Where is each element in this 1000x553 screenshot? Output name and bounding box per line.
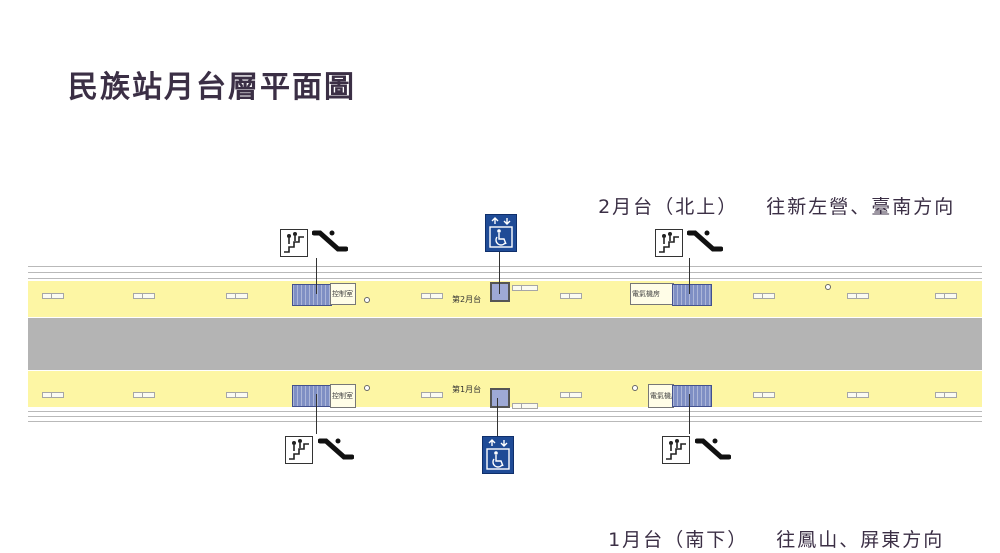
column-marker [364,297,370,303]
boarding-marker [753,392,775,398]
escalator-icon [318,438,354,460]
room-label: 電氣機房 [650,392,678,400]
room-label: 電氣機房 [632,290,660,298]
column-marker [632,385,638,391]
boarding-marker [421,392,443,398]
stairs-icon [280,229,308,257]
escalator-block [672,284,712,306]
outer-rail-line [28,266,982,267]
leader-line [316,258,317,294]
southbound-direction: 1月台（南下） 往鳳山、屏東方向 [592,503,944,552]
wheelchair-elevator-icon [482,436,514,474]
stairs-icon [662,436,690,464]
outer-rail-line [28,411,982,412]
boarding-marker [42,392,64,398]
northbound-destination-label: 往新左營、臺南方向 [766,196,956,218]
wheelchair-elevator-icon [485,214,517,252]
platform-2-tag: 第2月台 [452,295,482,304]
southbound-destination-label: 往鳳山、屏東方向 [776,529,945,551]
northbound-direction: 2月台（北上） 往新左營、臺南方向 [582,170,955,219]
boarding-marker [512,285,538,291]
leader-line [497,398,498,438]
stairs-icon [655,229,683,257]
northbound-bound-label: （北上） [654,196,739,218]
boarding-marker [935,293,957,299]
boarding-marker [421,293,443,299]
equipment-room: 控制室 [330,384,356,408]
equipment-room: 控制室 [330,283,356,305]
platform-1-tag: 第1月台 [452,385,482,394]
elevator-shaft [490,388,510,408]
leader-line [689,258,690,294]
boarding-marker [226,392,248,398]
equipment-room: 電氣機房 [648,384,678,408]
room-label: 控制室 [332,290,353,298]
boarding-marker [133,293,155,299]
stairs-icon [285,436,313,464]
boarding-marker [847,392,869,398]
boarding-marker [512,403,538,409]
leader-line [499,252,500,294]
elevator-shaft [490,282,510,302]
boarding-marker [226,293,248,299]
outer-rail-line [28,416,982,417]
column-marker [825,284,831,290]
outer-rail-line [28,421,982,422]
boarding-marker [560,392,582,398]
southbound-platform-label: 1月台 [608,529,665,551]
southbound-bound-label: （南下） [664,529,749,551]
outer-rail-line [28,272,982,273]
northbound-platform-label: 2月台 [598,196,655,218]
column-marker [364,385,370,391]
room-label: 控制室 [332,392,353,400]
boarding-marker [847,293,869,299]
boarding-marker [133,392,155,398]
equipment-room: 電氣機房 [630,283,674,305]
boarding-marker [935,392,957,398]
track-area [28,318,982,370]
outer-rail-line [28,278,982,279]
leader-line [689,394,690,434]
escalator-icon [312,230,348,252]
leader-line [316,394,317,434]
page-title: 民族站月台層平面圖 [68,70,356,105]
escalator-block [292,284,332,306]
boarding-marker [42,293,64,299]
boarding-marker [753,293,775,299]
escalator-block [292,385,332,407]
escalator-block [672,385,712,407]
escalator-icon [695,438,731,460]
boarding-marker [560,293,582,299]
escalator-icon [687,230,723,252]
